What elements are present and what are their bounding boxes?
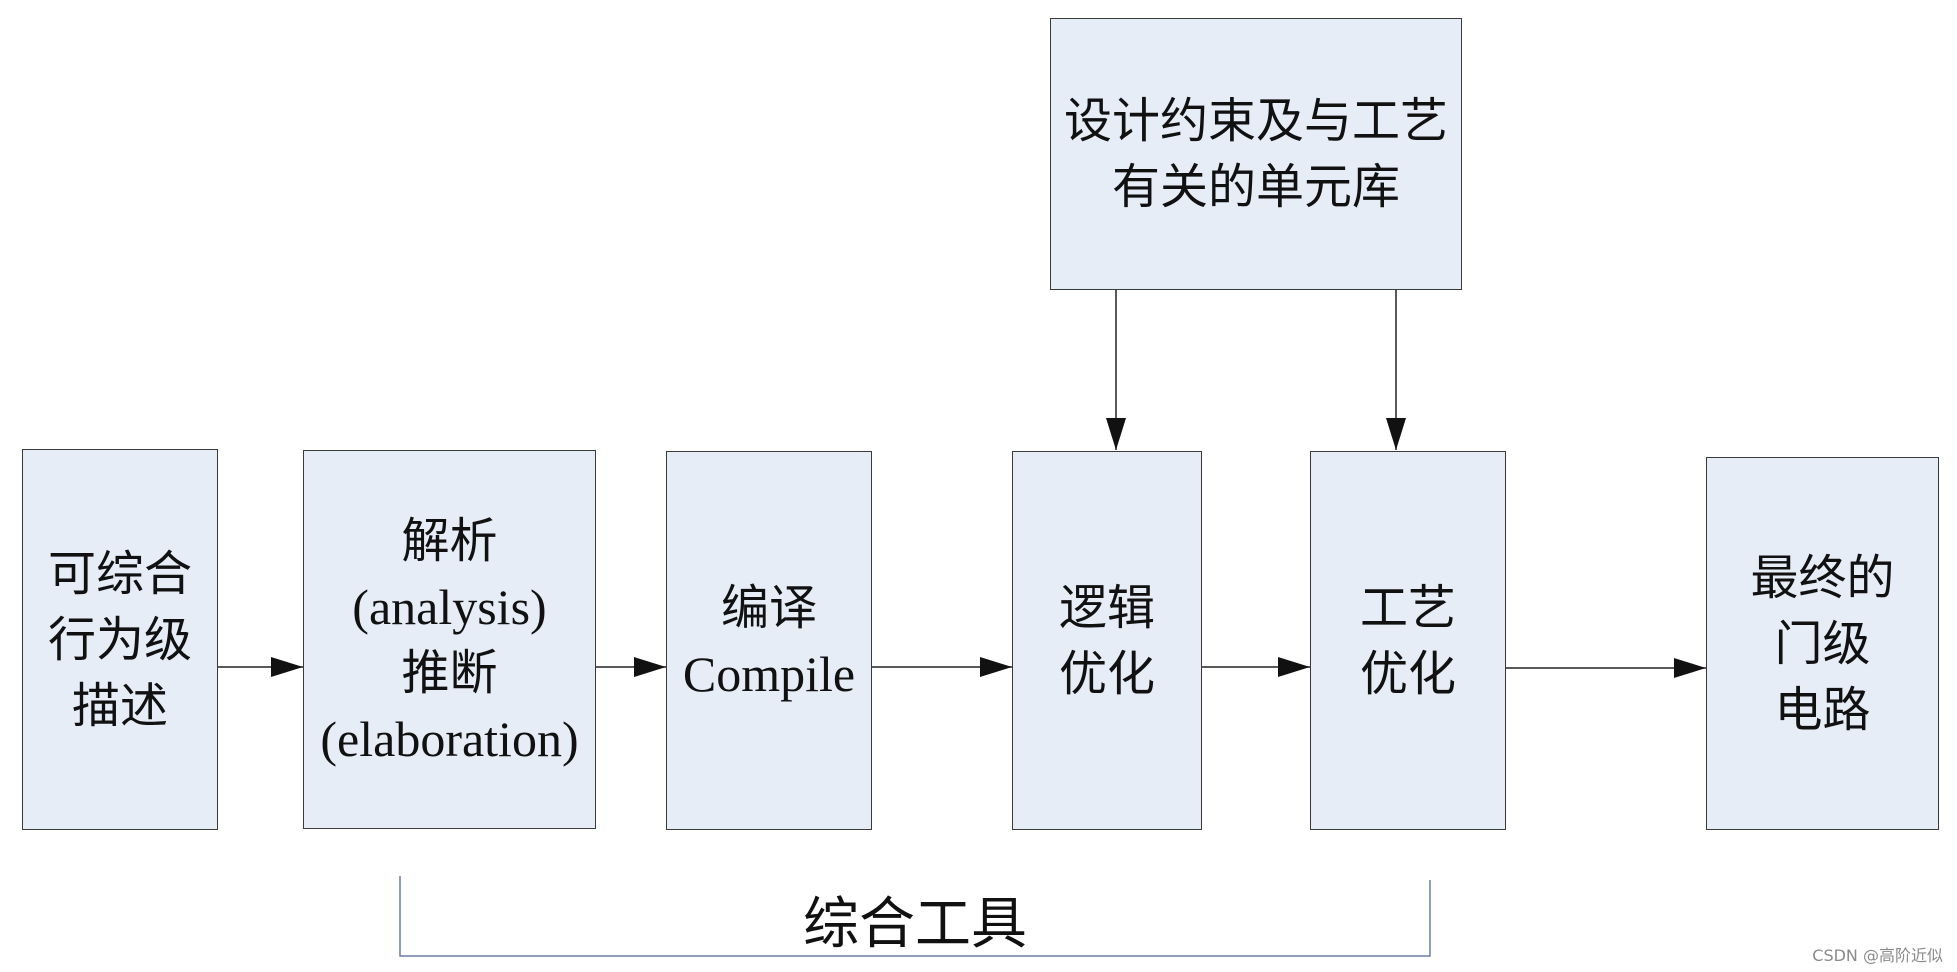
block-label-line: 设计约束及与工艺 — [1063, 93, 1448, 149]
block-label-line: 有关的单元库 — [1111, 159, 1400, 215]
block-analysis-elaboration: 解析 (analysis) 推断 (elaboration) — [303, 450, 596, 829]
block-gate-level-netlist: 最终的 门级 电路 — [1706, 457, 1939, 830]
block-compile: 编译 Compile — [666, 451, 872, 830]
block-technology-optimization: 工艺 优化 — [1310, 451, 1506, 830]
block-label-line: (elaboration) — [320, 710, 579, 767]
block-design-constraints-library: 设计约束及与工艺 有关的单元库 — [1050, 18, 1462, 290]
block-label-line: Compile — [682, 645, 856, 702]
synthesis-tool-label: 综合工具 — [803, 892, 1027, 957]
block-label-line: 门级 — [1774, 615, 1871, 672]
block-label-line: 行为级 — [47, 611, 192, 668]
block-label-line: 推断 — [401, 644, 498, 701]
block-label-line: (analysis) — [352, 578, 547, 635]
watermark: CSDN @高阶近似 — [1812, 946, 1943, 965]
block-label-line: 编译 — [720, 579, 817, 636]
block-label-line: 描述 — [71, 677, 168, 734]
block-label-line: 解析 — [401, 512, 498, 569]
block-logic-optimization: 逻辑 优化 — [1012, 451, 1202, 830]
block-label-line: 优化 — [1058, 645, 1155, 702]
block-label-line: 电路 — [1774, 681, 1871, 738]
block-synthesizable-description: 可综合 行为级 描述 — [22, 449, 218, 830]
block-label-line: 可综合 — [47, 545, 192, 602]
block-label-line: 逻辑 — [1058, 579, 1155, 636]
block-label-line: 优化 — [1359, 645, 1456, 702]
synthesis-tool-bracket — [399, 876, 1431, 957]
block-label-line: 工艺 — [1359, 579, 1456, 636]
block-label-line: 最终的 — [1750, 549, 1895, 606]
